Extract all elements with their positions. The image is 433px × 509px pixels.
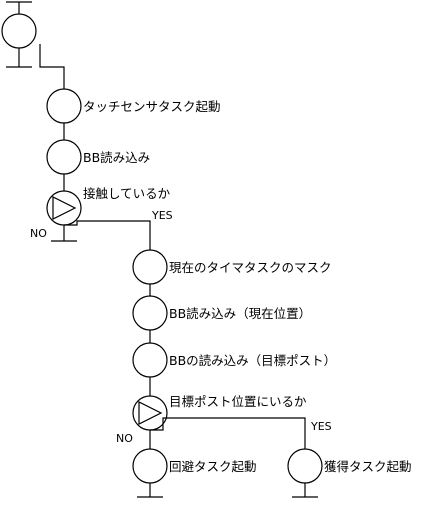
- start-node: [1, 13, 37, 49]
- node-label: 獲得タスク起動: [324, 459, 412, 474]
- branch-label-no: NO: [30, 227, 47, 240]
- bb-read-node: [46, 139, 82, 175]
- decision-triangle: [52, 196, 77, 220]
- connector-line: [39, 44, 65, 89]
- bb-read-current-pos-node: [132, 295, 168, 331]
- node-label: タッチセンサタスク起動: [83, 99, 221, 114]
- branch-label-yes: YES: [151, 209, 173, 222]
- node-label: 現在のタイマタスクのマスク: [169, 260, 332, 275]
- bb-read-target-post-node: [132, 342, 168, 378]
- node-label: BB読み込み（現在位置）: [169, 306, 311, 321]
- yes-branch-line: [150, 417, 306, 449]
- node-label: 目標ポスト位置にいるか: [169, 394, 307, 409]
- node-label: 回避タスク起動: [169, 459, 257, 474]
- avoid-task-node: [132, 448, 168, 484]
- touch-sensor-task-node: [46, 88, 82, 124]
- decision-triangle: [138, 401, 163, 425]
- node-label: BBの読み込み（目標ポスト）: [169, 353, 336, 368]
- yes-branch-line: [64, 220, 151, 250]
- branch-label-no: NO: [116, 432, 133, 445]
- branch-label-yes: YES: [310, 420, 332, 433]
- node-label: BB読み込み: [83, 150, 150, 165]
- acquire-task-node: [287, 448, 323, 484]
- node-label: 接触しているか: [83, 186, 171, 201]
- mask-timer-node: [132, 249, 168, 285]
